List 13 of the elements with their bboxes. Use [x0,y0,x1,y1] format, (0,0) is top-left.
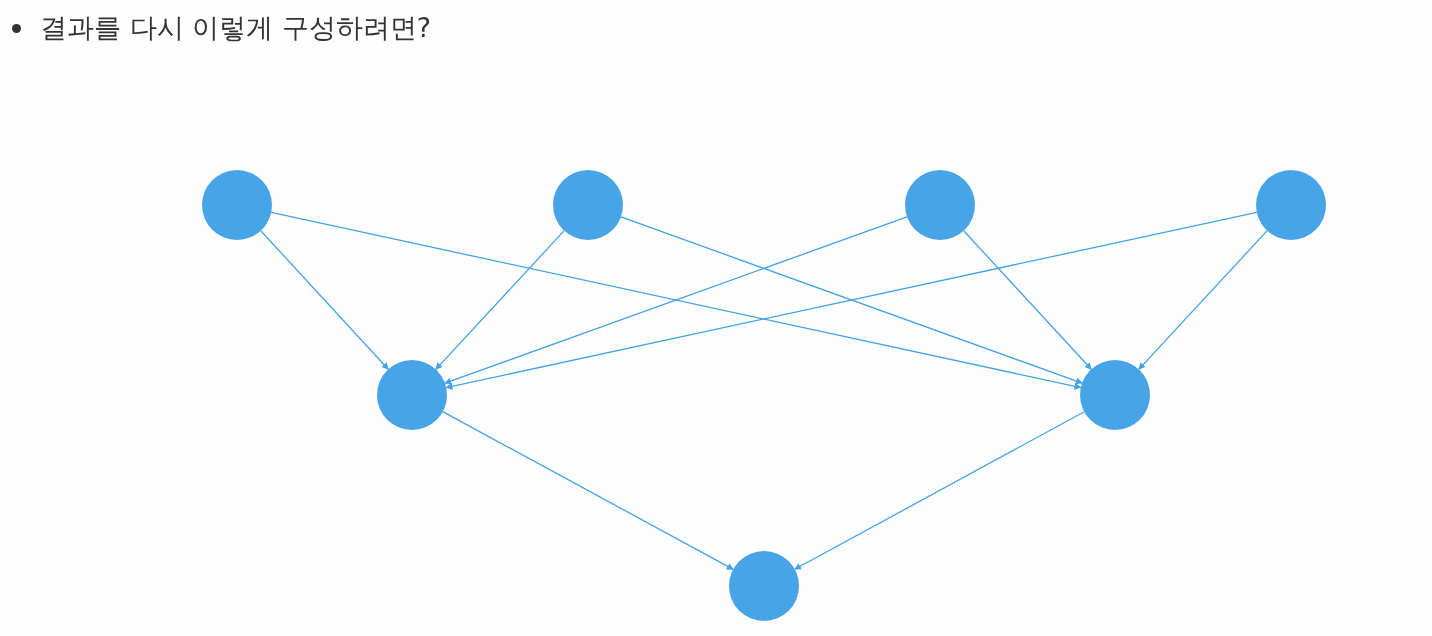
arrow [444,216,908,385]
arrow [260,230,389,370]
arrow [270,211,1082,390]
arrow [794,411,1085,570]
circle-node [377,360,447,430]
arrow [963,230,1092,370]
circle-node [1080,360,1150,430]
arrow [442,411,734,570]
arrow [620,216,1083,385]
title: 결과를 다시 이렇게 구성하려면? [40,11,432,45]
arrow [445,211,1258,390]
arrow [1138,230,1268,370]
arrow [435,230,565,370]
